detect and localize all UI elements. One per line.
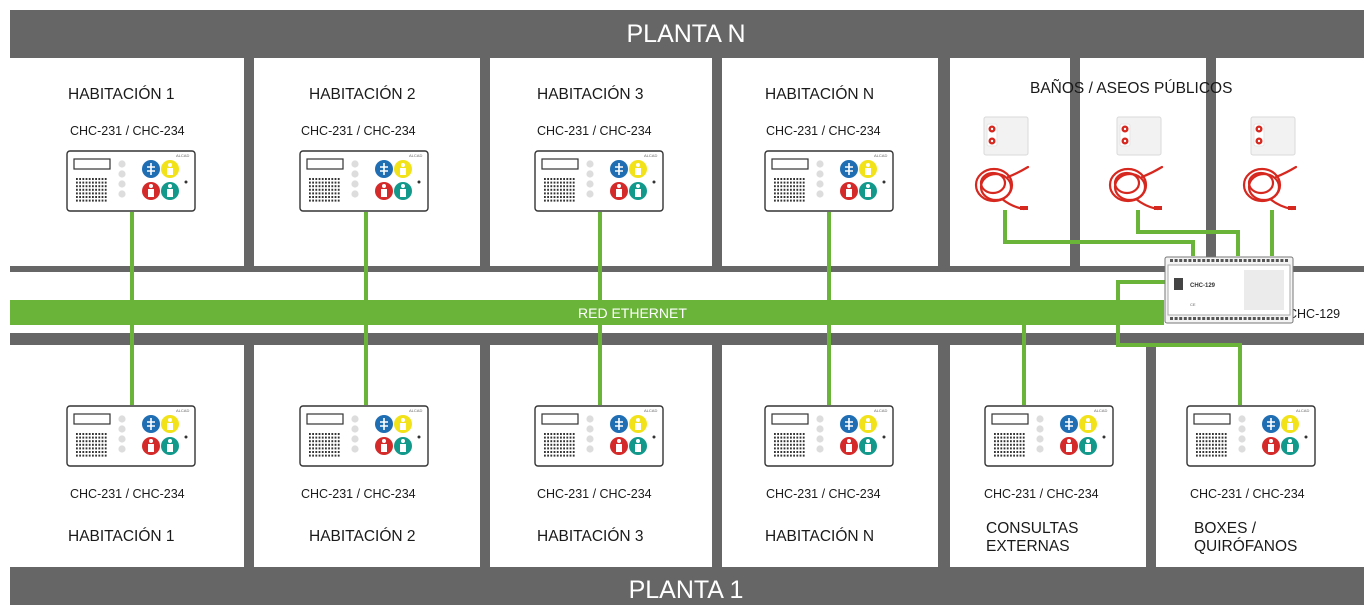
controller-wire [1136,210,1240,256]
room-cell [1216,58,1364,266]
room-name: BOXES / QUIRÓFANOS [1194,520,1298,555]
room-cell [950,58,1070,266]
device-model: CHC-231 / CHC-234 [70,487,185,501]
device-model: CHC-231 / CHC-234 [301,124,416,138]
svg-text:ALCAD: ALCAD [1296,408,1309,413]
call-station: ALCAD [299,150,429,212]
svg-text:ALCAD: ALCAD [644,408,657,413]
pull-cord-cable-icon [974,165,1030,211]
room-name: HABITACIÓN 2 [309,528,416,545]
controller-wire [1116,280,1180,300]
call-station: ALCAD [299,405,429,467]
device-model: CHC-231 / CHC-234 [70,124,185,138]
device-model: CHC-231 / CHC-234 [984,487,1099,501]
svg-text:ALCAD: ALCAD [874,153,887,158]
controller-wire [1116,325,1242,405]
room-name: CONSULTAS EXTERNAS [986,520,1079,555]
svg-text:ALCAD: ALCAD [176,153,189,158]
device-model: CHC-231 / CHC-234 [1190,487,1305,501]
call-station: ALCAD [984,405,1114,467]
call-station: ALCAD [1186,405,1316,467]
room-name: HABITACIÓN 2 [309,86,416,103]
pull-cord-module [983,116,1029,156]
room-name: HABITACIÓN N [765,86,875,103]
svg-text:CHC-129: CHC-129 [1190,283,1216,289]
call-station: ALCAD [66,150,196,212]
device-model: CHC-231 / CHC-234 [301,487,416,501]
room-name: HABITACIÓN N [765,528,875,545]
pull-cord-cable-icon [1108,165,1164,211]
svg-text:CE: CE [1190,302,1196,307]
ethernet-label: RED ETHERNET [578,305,687,321]
room-name: HABITACIÓN 1 [68,528,175,545]
call-station: ALCAD [764,150,894,212]
device-model: CHC-231 / CHC-234 [766,487,881,501]
svg-text:ALCAD: ALCAD [1094,408,1107,413]
device-model: CHC-231 / CHC-234 [537,124,652,138]
svg-text:ALCAD: ALCAD [409,408,422,413]
pull-cord-module [1250,116,1296,156]
ethernet-bus [10,300,1164,325]
call-station: ALCAD [534,405,664,467]
device-model: CHC-231 / CHC-234 [537,487,652,501]
svg-text:ALCAD: ALCAD [874,408,887,413]
call-station: ALCAD [764,405,894,467]
bathrooms-title: BAÑOS / ASEOS PÚBLICOS [1030,80,1233,97]
room-name: HABITACIÓN 3 [537,86,644,103]
device-model: CHC-231 / CHC-234 [766,124,881,138]
controller-wire [1003,210,1195,256]
svg-text:ALCAD: ALCAD [644,153,657,158]
call-station: ALCAD [534,150,664,212]
room-name: HABITACIÓN 3 [537,528,644,545]
floor-title-top: PLANTA N [626,20,746,48]
floor-title-bottom: PLANTA 1 [628,576,744,604]
pull-cord-module [1116,116,1162,156]
controller-label: CHC-129 [1288,307,1341,321]
svg-text:ALCAD: ALCAD [176,408,189,413]
call-station: ALCAD [66,405,196,467]
svg-text:ALCAD: ALCAD [409,153,422,158]
room-name: HABITACIÓN 1 [68,86,175,103]
pull-cord-cable-icon [1242,165,1298,211]
